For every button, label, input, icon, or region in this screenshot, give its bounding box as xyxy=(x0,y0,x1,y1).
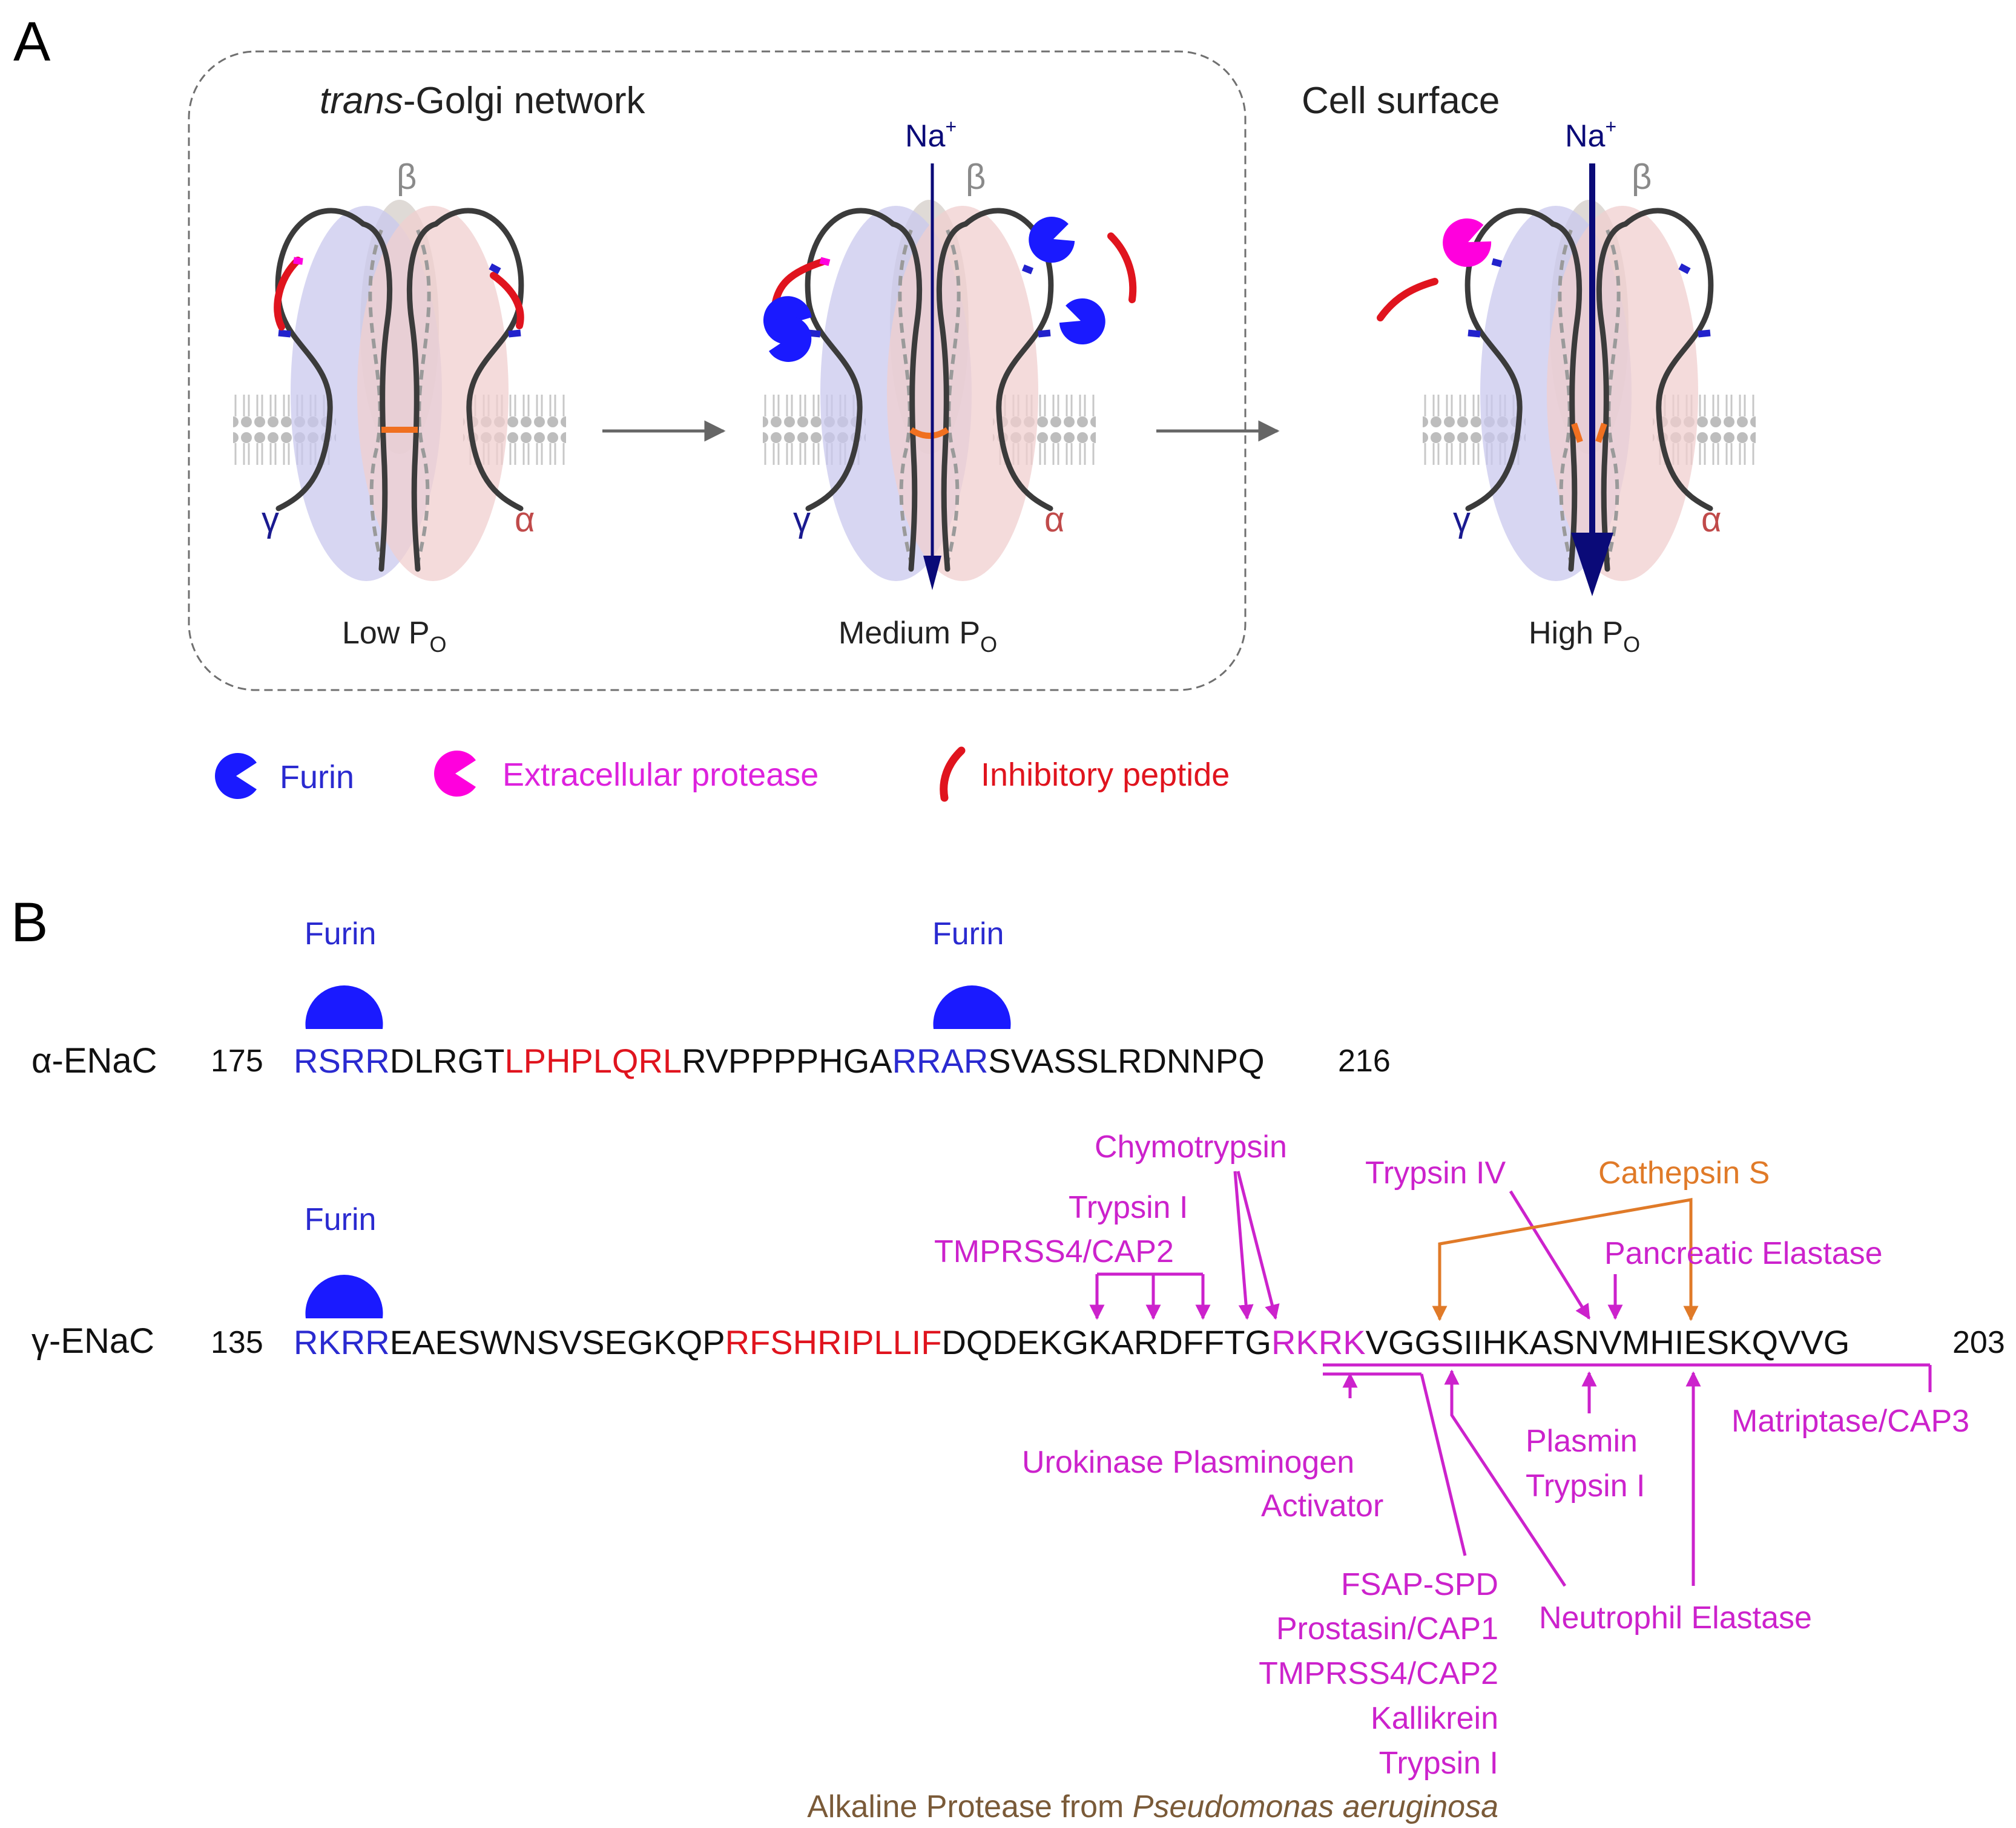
golgi-region-box xyxy=(188,50,1247,691)
label-cathepsin-s: Cathepsin S xyxy=(1598,1156,1770,1191)
label-kallikrein: Kallikrein xyxy=(1371,1701,1498,1736)
label-trypsin-i-bottom: Trypsin I xyxy=(1379,1746,1498,1781)
legend-protease-label: Extracellular protease xyxy=(502,757,819,793)
protease-icon-surface xyxy=(1443,218,1492,267)
alpha-enac-end: 216 xyxy=(1338,1044,1391,1079)
label-tmprss4-top: TMPRSS4/CAP2 xyxy=(934,1234,1174,1269)
channel-medium-po xyxy=(763,200,1137,581)
alpha-enac-name: α-ENaC xyxy=(31,1041,157,1080)
label-upa-line2: Activator xyxy=(1261,1488,1383,1524)
beta-label-3: β xyxy=(1632,157,1652,197)
panel-b-letter: B xyxy=(11,892,48,953)
label-alkaline-protease: Alkaline Protease from Pseudomonas aerug… xyxy=(807,1789,1498,1824)
gamma-furin-icon xyxy=(305,1275,383,1318)
released-peptide xyxy=(1107,232,1137,303)
gamma-label-1: γ xyxy=(262,500,279,539)
alpha-furin-label-2: Furin xyxy=(932,916,1004,952)
gamma-enac-start: 135 xyxy=(211,1325,263,1360)
golgi-label: trans-Golgi network xyxy=(320,80,646,122)
bracket-serine-proteases xyxy=(1420,1373,1467,1556)
po-label-high: High PO xyxy=(1529,616,1640,657)
gamma-enac-sequence: RKRREAESWNSVSEGKQPRFSHRIPLLIFDQDEKGKARDF… xyxy=(294,1323,1850,1361)
open-gate-left xyxy=(1571,422,1583,443)
arrows-cathepsin-s xyxy=(1432,1198,1699,1321)
label-upa-line1: Urokinase Plasminogen xyxy=(1022,1445,1354,1480)
gamma-seq-segment: DQDEKGKARDFFTG xyxy=(941,1323,1271,1361)
furin-icon-2 xyxy=(1029,217,1075,263)
gamma-seq-segment: RKRK xyxy=(1271,1323,1366,1361)
label-neutrophil-elastase: Neutrophil Elastase xyxy=(1539,1600,1812,1636)
beta-label-1: β xyxy=(397,157,417,197)
alpha-seq-segment: RSRR xyxy=(294,1042,390,1080)
gamma-seq-segment: VGGSIIHKASNVMHIESKQVVG xyxy=(1366,1323,1850,1361)
alpha-seq-segment: RRAR xyxy=(892,1042,989,1080)
gamma-enac-end: 203 xyxy=(1952,1325,2005,1360)
na-label-medium: Na+ xyxy=(905,116,957,154)
label-pancreatic-elastase: Pancreatic Elastase xyxy=(1604,1236,1883,1271)
open-gate-right xyxy=(1595,422,1607,443)
beta-label-2: β xyxy=(966,157,986,197)
legend: Furin Extracellular protease Inhibitory … xyxy=(215,746,1230,802)
arrow-trypsin-iv xyxy=(1509,1190,1591,1320)
arrows-neutrophil-elastase xyxy=(1444,1369,1701,1587)
po-label-medium: Medium PO xyxy=(838,616,997,657)
furin-icon-3 xyxy=(1059,298,1105,344)
gamma-label-3: γ xyxy=(1453,500,1471,539)
label-tmprss4-bottom: TMPRSS4/CAP2 xyxy=(1259,1656,1498,1691)
alpha-seq-segment: RVPPPPHGA xyxy=(682,1042,892,1080)
label-prostasin: Prostasin/CAP1 xyxy=(1276,1611,1498,1646)
gamma-seq-segment: RKRR xyxy=(294,1323,390,1361)
label-trypsin-i-top: Trypsin I xyxy=(1069,1190,1188,1225)
alpha-label-2: α xyxy=(1044,500,1065,539)
inhibitory-peptide-gamma xyxy=(274,257,301,330)
alpha-enac-start: 175 xyxy=(211,1044,263,1079)
alpha-seq-segment: SVASSLRDNNPQ xyxy=(988,1042,1264,1080)
legend-protease-icon xyxy=(434,751,476,797)
alpha-seq-segment: LPHPLQRL xyxy=(504,1042,682,1080)
alpha-furin-label-1: Furin xyxy=(305,916,376,952)
channel-low-po xyxy=(233,200,566,581)
partial-gate xyxy=(909,427,949,439)
gamma-label-2: γ xyxy=(793,500,811,539)
legend-furin-label: Furin xyxy=(280,759,354,795)
serine-protease-group: FSAP-SPD Prostasin/CAP1 TMPRSS4/CAP2 Kal… xyxy=(1259,1567,1498,1781)
po-label-low: Low PO xyxy=(342,616,447,657)
alpha-label-3: α xyxy=(1701,500,1722,539)
panel-a-letter: A xyxy=(13,11,51,73)
label-chymotrypsin: Chymotrypsin xyxy=(1095,1129,1287,1165)
inhibitory-peptide-alpha xyxy=(490,272,524,329)
legend-peptide-icon xyxy=(940,746,966,802)
label-plasmin: Plasmin xyxy=(1526,1424,1638,1459)
gamma-enac-name: γ-ENaC xyxy=(31,1321,154,1361)
gamma-furin-label: Furin xyxy=(305,1202,376,1237)
channel-high-po xyxy=(1377,200,1756,581)
cell-surface-label: Cell surface xyxy=(1302,80,1500,122)
gamma-seq-segment: EAESWNSVSEGKQP xyxy=(390,1323,725,1361)
arrows-trypsin-tmprss4 xyxy=(1089,1272,1211,1320)
na-label-high: Na+ xyxy=(1565,116,1616,154)
label-plasmin-trypsin: Trypsin I xyxy=(1526,1468,1645,1504)
label-matriptase: Matriptase/CAP3 xyxy=(1731,1404,1969,1439)
label-trypsin-iv: Trypsin IV xyxy=(1365,1156,1506,1191)
alpha-seq-segment: DLRGT xyxy=(390,1042,505,1080)
alpha-label-1: α xyxy=(515,500,535,539)
legend-furin-icon xyxy=(215,752,257,799)
arrows-chymotrypsin xyxy=(1233,1171,1280,1320)
gamma-seq-segment: RFSHRIPLLIF xyxy=(725,1323,942,1361)
label-fsap-spd: FSAP-SPD xyxy=(1341,1567,1498,1602)
furin-icon-4 xyxy=(769,316,812,363)
alpha-enac-sequence: RSRRDLRGTLPHPLQRLRVPPPPHGARRARSVASSLRDNN… xyxy=(294,1042,1265,1080)
alpha-furin-icon-1 xyxy=(305,985,383,1029)
legend-peptide-label: Inhibitory peptide xyxy=(981,757,1230,793)
alpha-furin-icon-2 xyxy=(933,985,1011,1029)
released-peptide-gamma xyxy=(1377,278,1438,321)
